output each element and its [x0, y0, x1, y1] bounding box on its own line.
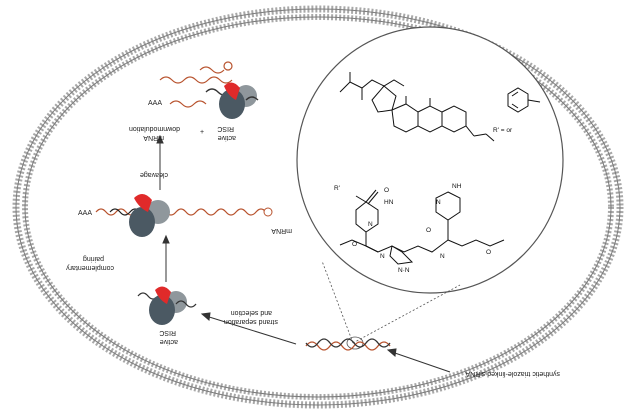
nitrogen-label-4: N [440, 253, 445, 260]
triazole-nn-label: N·N [398, 267, 410, 274]
nitrogen-label-3: N [380, 253, 385, 260]
active-risc-top-line1: active [218, 134, 236, 141]
oxygen-label-2: O [426, 227, 431, 234]
plus-sign: + [200, 129, 204, 136]
r-prime-label: R' [334, 185, 340, 192]
chemistry-labels: R' = or R' HN NH O O N N N N N·N O O [334, 127, 513, 274]
nitrogen-label-1: N [368, 221, 373, 228]
strand-separation-line2: and selection [231, 309, 272, 316]
cell-membrane [12, 5, 624, 409]
active-risc-bottom-line2: RISC [159, 329, 176, 336]
active-risc-middle [129, 193, 170, 237]
oxygen-label-1: O [384, 187, 389, 194]
nucleobase-linker-structure [339, 189, 505, 265]
cleavage-label: cleavage [140, 171, 168, 178]
sirna-duplex [305, 338, 391, 351]
nh2-label: NH [452, 183, 462, 190]
mrna-downmodulation-line1: mRNA [143, 134, 164, 141]
oxygen-label-4: O [486, 249, 491, 256]
complementary-pairing-line1: complementary [66, 264, 114, 271]
active-risc-top-line2: RISC [217, 125, 234, 132]
process-arrows [156, 134, 451, 373]
cleaved-mrna-fragments [159, 61, 233, 108]
hn-label: HN [384, 199, 394, 206]
nitrogen-label-2: N [436, 199, 441, 206]
active-risc-bottom [137, 286, 197, 325]
complementary-pairing-line2: pairing [83, 255, 104, 262]
mrna-label: mRNA [271, 227, 292, 234]
aaa-middle-label: AAA [78, 210, 92, 217]
mrna-downmodulation-line2: downmodulation [129, 125, 180, 132]
aaa-top-label: AAA [148, 100, 162, 107]
steroid-structure [339, 72, 495, 142]
zoom-circle [296, 26, 564, 350]
sirna-label: synthetic triazole-linked siRNA [465, 370, 560, 377]
active-risc-top [205, 82, 259, 119]
mrna-middle-strand [95, 207, 273, 217]
strand-separation-line1: strand separation [224, 318, 278, 325]
phenyl-structure [507, 87, 541, 113]
active-risc-bottom-line1: active [160, 338, 178, 345]
oxygen-label-3: O [352, 241, 357, 248]
process-labels: AAA mRNA downmodulation + active RISC cl… [66, 100, 560, 377]
r-prime-or-label: R' = or [493, 127, 513, 134]
